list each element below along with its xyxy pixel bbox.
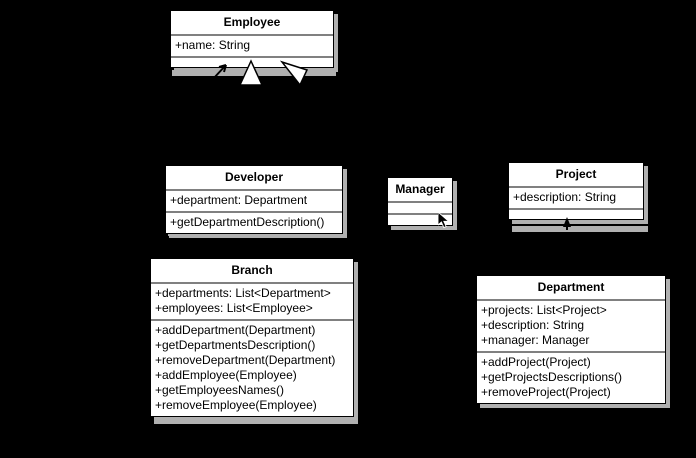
attributes-compartment-manager — [388, 203, 452, 215]
attributes-compartment-branch: +departments: List<Department> +employee… — [151, 284, 353, 321]
hollow-triangle-icon — [279, 60, 309, 87]
uml-class-branch[interactable]: Branch +departments: List<Department> +e… — [150, 258, 354, 417]
attribute-line: +departments: List<Department> — [155, 286, 331, 300]
class-name-developer: Developer — [166, 166, 342, 191]
operation-line: +getProjectsDescriptions() — [481, 370, 623, 384]
connector-department-project[interactable] — [560, 216, 574, 230]
attribute-line: +name: String — [175, 38, 251, 52]
uml-class-department[interactable]: Department +projects: List<Project> +des… — [476, 275, 666, 404]
operations-compartment-project — [509, 210, 643, 219]
connector-manager-generalization[interactable] — [279, 58, 311, 88]
attributes-compartment-department: +projects: List<Project> +description: S… — [477, 301, 665, 353]
class-name-branch: Branch — [151, 259, 353, 284]
operation-line: +getEmployeesNames() — [155, 383, 285, 397]
uml-class-project[interactable]: Project +description: String — [508, 162, 644, 220]
solid-arrow-icon — [563, 217, 571, 230]
attributes-compartment-developer: +department: Department — [166, 191, 342, 213]
class-name-project: Project — [509, 163, 643, 188]
attribute-line: +manager: Manager — [481, 333, 590, 347]
class-name-employee: Employee — [171, 11, 333, 36]
branch-shadow-plate — [154, 418, 358, 424]
operation-line: +removeProject(Project) — [481, 385, 611, 399]
operation-line: +removeEmployee(Employee) — [155, 398, 317, 412]
hollow-triangle-icon — [238, 59, 264, 86]
operations-compartment-developer: +getDepartmentDescription() — [166, 213, 342, 233]
attribute-line: +employees: List<Employee> — [155, 301, 313, 315]
connector-developer-generalization[interactable] — [238, 59, 264, 86]
attribute-line: +description: String — [481, 318, 585, 332]
operations-compartment-branch: +addDepartment(Department) +getDepartmen… — [151, 321, 353, 416]
operation-line: +addDepartment(Department) — [155, 323, 316, 337]
connector-employee-association[interactable] — [210, 60, 240, 82]
operation-line: +removeDepartment(Department) — [155, 353, 336, 367]
operation-line: +getDepartmentsDescription() — [155, 338, 316, 352]
attribute-line: +description: String — [513, 190, 617, 204]
uml-class-developer[interactable]: Developer +department: Department +getDe… — [165, 165, 343, 234]
class-name-department: Department — [477, 276, 665, 301]
operation-line: +addEmployee(Employee) — [155, 368, 297, 382]
project-shadow-plate — [512, 226, 648, 232]
operation-line: +addProject(Project) — [481, 355, 591, 369]
mouse-cursor-icon — [437, 211, 452, 230]
operations-compartment-department: +addProject(Project) +getProjectsDescrip… — [477, 353, 665, 403]
attributes-compartment-project: +description: String — [509, 188, 643, 210]
class-name-manager: Manager — [388, 178, 452, 203]
attribute-line: +projects: List<Project> — [481, 303, 607, 317]
attribute-line: +department: Department — [170, 193, 308, 207]
attributes-compartment-employee: +name: String — [171, 36, 333, 58]
open-arrow-icon — [212, 64, 227, 80]
operation-line: +getDepartmentDescription() — [170, 215, 325, 229]
